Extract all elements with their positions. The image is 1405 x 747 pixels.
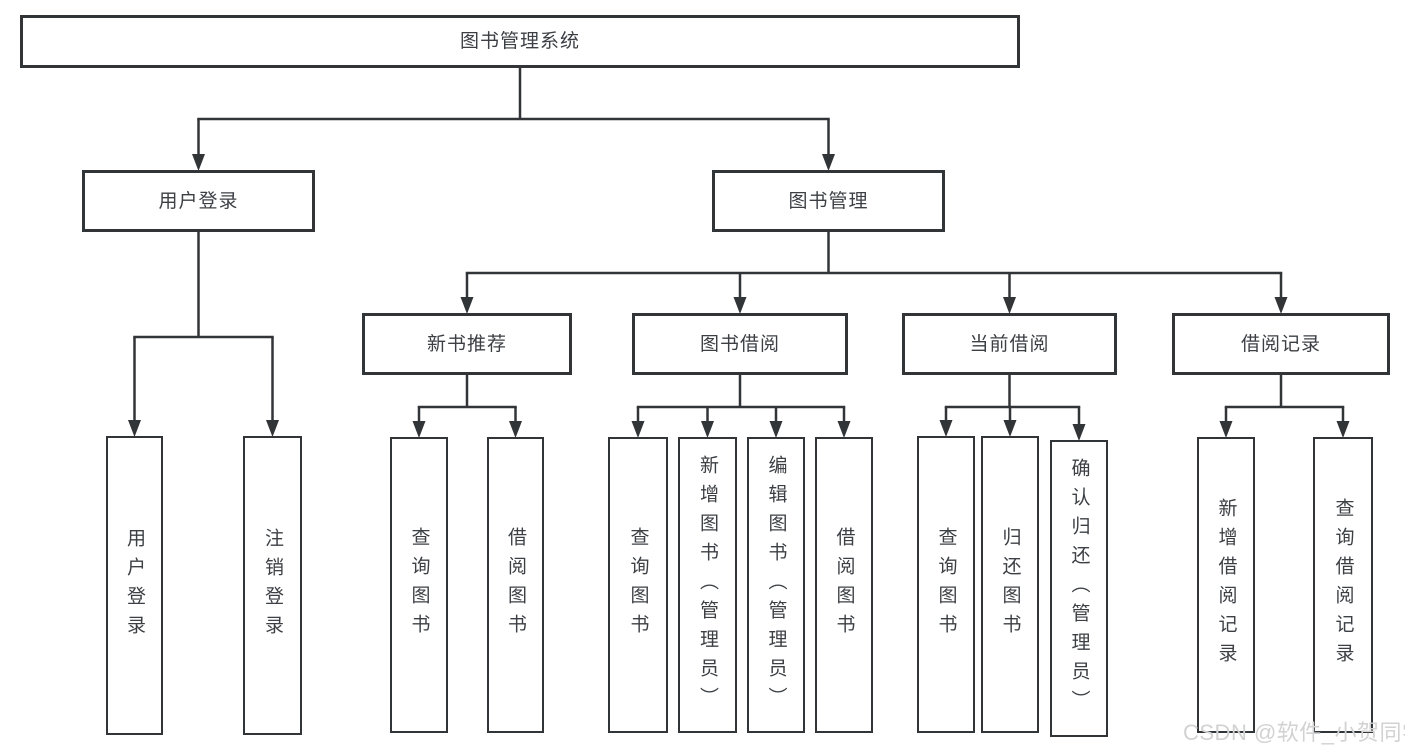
node-leaf-nbr-query: 查询图书 [390,437,448,733]
arrowhead-icon [412,421,426,438]
edges-from-new-book-rec [412,375,522,438]
arrowhead-icon [1336,421,1350,438]
node-leaf-logout: 注销登录 [243,436,302,735]
node-label-root: 图书管理系统 [459,31,580,52]
arrowhead-icon [1003,297,1016,314]
node-label-leaf-nbr-borrow: 借阅图书 [505,527,526,643]
edges-from-current-borrow [939,375,1086,441]
edges-from-book-borrow [631,375,851,438]
node-label-current-borrow: 当前借阅 [969,333,1050,355]
node-label-new-book-rec: 新书推荐 [426,333,507,355]
arrowhead-icon [1072,424,1086,441]
node-label-book-borrow: 图书借阅 [699,333,780,355]
node-leaf-br-add: 新增借阅记录 [1197,437,1255,733]
edges-from-book-mgmt [460,232,1288,314]
node-user-login: 用户登录 [82,170,315,232]
node-new-book-rec: 新书推荐 [362,313,572,375]
node-label-leaf-cb-query: 查询图书 [935,526,957,643]
node-label-leaf-user-login: 用户登录 [124,527,145,644]
arrowhead-icon [509,421,522,438]
node-current-borrow: 当前借阅 [902,313,1117,375]
arrowhead-icon [701,421,714,438]
node-label-borrow-records: 借阅记录 [1240,333,1321,355]
node-label-leaf-bb-query: 查询图书 [627,527,649,643]
node-leaf-bb-edit: 编辑图书（管理员） [747,437,805,733]
edges-from-borrow-records [1219,375,1350,438]
node-label-leaf-br-add: 新增借阅记录 [1215,498,1237,672]
node-label-leaf-bb-add: 新增图书（管理员） [697,454,718,716]
watermark: CSDN @软件_小贺同学 [1183,720,1405,745]
node-leaf-br-query: 查询借阅记录 [1313,437,1373,733]
arrowhead-icon [1219,421,1233,438]
arrowhead-icon [769,421,783,438]
arrowhead-icon [837,421,851,438]
arrowhead-icon [128,420,141,437]
node-borrow-records: 借阅记录 [1172,313,1390,375]
edges-from-user-login [128,232,279,437]
node-leaf-bb-add: 新增图书（管理员） [678,437,737,733]
node-leaf-bb-borrow: 借阅图书 [815,437,873,733]
node-label-leaf-cb-confirm: 确认归还（管理员） [1068,458,1090,719]
arrowhead-icon [1274,297,1288,314]
node-book-mgmt: 图书管理 [712,170,945,232]
arrowhead-icon [1003,420,1017,437]
node-label-leaf-logout: 注销登录 [262,527,283,644]
node-label-leaf-nbr-query: 查询图书 [408,527,430,643]
node-leaf-cb-confirm: 确认归还（管理员） [1050,440,1108,737]
node-label-book-mgmt: 图书管理 [788,190,869,212]
node-leaf-cb-query: 查询图书 [917,436,975,733]
node-leaf-bb-query: 查询图书 [608,437,668,733]
arrowhead-icon [192,154,205,171]
arrowhead-icon [460,297,474,314]
edges-from-root [192,68,835,171]
node-root: 图书管理系统 [20,15,1020,68]
node-label-leaf-br-query: 查询借阅记录 [1332,498,1354,672]
node-leaf-user-login: 用户登录 [106,436,163,735]
node-leaf-cb-return: 归还图书 [981,436,1039,733]
arrowhead-icon [733,297,747,314]
arrowhead-icon [822,154,835,171]
node-label-user-login: 用户登录 [158,190,239,212]
arrowhead-icon [631,421,645,438]
node-label-leaf-cb-return: 归还图书 [999,526,1021,643]
node-label-leaf-bb-edit: 编辑图书（管理员） [765,454,787,716]
node-leaf-nbr-borrow: 借阅图书 [487,437,544,733]
arrowhead-icon [939,420,953,437]
node-label-leaf-bb-borrow: 借阅图书 [833,527,855,643]
node-book-borrow: 图书借阅 [632,313,848,375]
arrowhead-icon [266,420,279,437]
